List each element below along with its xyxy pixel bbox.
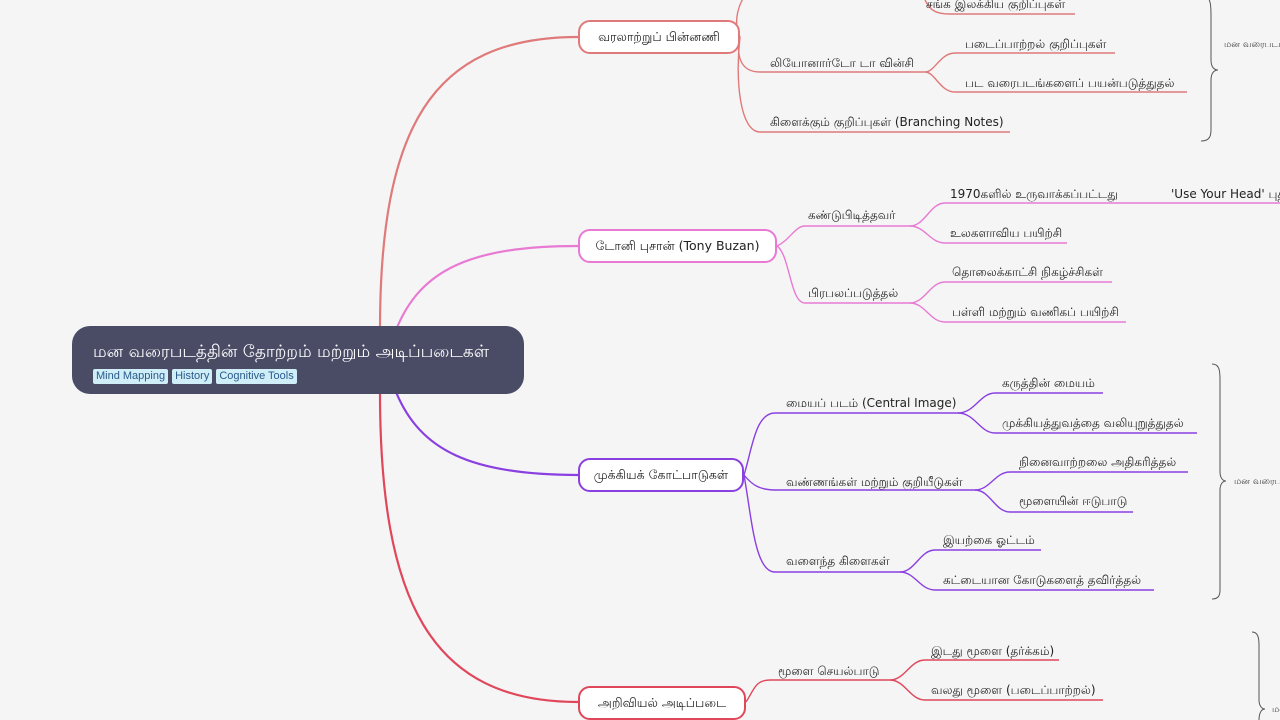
node-emphasize-importance[interactable]: முக்கியத்துவத்தை வலியுறுத்துதல் [1002, 416, 1184, 430]
node-davinci-diagrams[interactable]: பட வரைபடங்களைப் பயன்படுத்துதல் [965, 76, 1175, 90]
node-memory-boost[interactable]: நினைவாற்றலை அதிகரித்தல் [1019, 455, 1177, 469]
connector-root-history [378, 35, 580, 332]
tag-mind-mapping[interactable]: Mind Mapping [93, 369, 169, 384]
node-created-1970s[interactable]: 1970களில் உருவாக்கப்பட்டது [950, 187, 1118, 201]
tag-history[interactable]: History [172, 369, 213, 384]
node-concept-center[interactable]: கருத்தின் மையம் [1002, 376, 1095, 390]
node-colors-symbols[interactable]: வண்ணங்கள் மற்றும் குறியீடுகள் [786, 475, 963, 489]
connector-root-principles [394, 390, 580, 477]
node-sangam-notes[interactable]: சங்க இலக்கிய குறிப்புகள் [926, 0, 1066, 11]
node-right-brain[interactable]: வலது மூளை (படைப்பாற்றல்) [931, 683, 1096, 697]
node-school-business-training[interactable]: பள்ளி மற்றும் வணிகப் பயிற்சி [952, 305, 1119, 319]
node-davinci-creative-notes[interactable]: படைப்பாற்றல் குறிப்புகள் [965, 37, 1107, 51]
node-central-image[interactable]: மையப் படம் (Central Image) [786, 396, 957, 410]
summary-label-principles[interactable]: மன வரைபடம் [1234, 477, 1280, 487]
branch-principles-label: முக்கியக் கோட்பாடுகள் [593, 466, 729, 482]
node-avoid-straight-lines[interactable]: கட்டையான கோடுகளைத் தவிர்த்தல் [943, 573, 1142, 587]
node-brain-function[interactable]: மூளை செயல்பாடு [778, 664, 880, 678]
connector-root-buzan [394, 244, 580, 332]
summary-brace-history [1200, 0, 1219, 142]
summary-brace-principles [1211, 363, 1227, 600]
summary-brace-science [1251, 631, 1266, 720]
branch-buzan[interactable]: டோனி புசான் (Tony Buzan) [578, 229, 777, 263]
branch-history-label: வரலாற்றுப் பின்னணி [598, 28, 720, 44]
branch-science[interactable]: அறிவியல் அடிப்படை [578, 686, 746, 720]
branch-buzan-label: டோனி புசான் (Tony Buzan) [595, 237, 760, 253]
node-brain-engagement[interactable]: மூளையின் ஈடுபாடு [1019, 494, 1128, 508]
node-curved-branches[interactable]: வளைந்த கிளைகள் [786, 554, 890, 568]
branch-science-label: அறிவியல் அடிப்படை [597, 694, 727, 710]
node-popularization[interactable]: பிரபலப்படுத்தல் [808, 286, 899, 300]
node-inventor[interactable]: கண்டுபிடித்தவர் [808, 208, 896, 222]
node-branching-notes[interactable]: கிளைக்கும் குறிப்புகள் (Branching Notes) [770, 115, 1004, 129]
tag-cognitive-tools[interactable]: Cognitive Tools [216, 369, 297, 384]
root-node[interactable]: மன வரைபடத்தின் தோற்றம் மற்றும் அடிப்படைக… [72, 326, 524, 394]
summary-label-science[interactable]: மன [1272, 705, 1280, 715]
branch-history[interactable]: வரலாற்றுப் பின்னணி [578, 20, 740, 54]
connector-root-science [378, 390, 580, 704]
node-use-your-head-book[interactable]: 'Use Your Head' புத்தகம் [1171, 187, 1280, 201]
node-tv-programs[interactable]: தொலைக்காட்சி நிகழ்ச்சிகள் [952, 265, 1103, 279]
branch-principles[interactable]: முக்கியக் கோட்பாடுகள் [578, 458, 744, 492]
root-title: மன வரைபடத்தின் தோற்றம் மற்றும் அடிப்படைக… [93, 342, 490, 362]
tag-list: Mind Mapping History Cognitive Tools [93, 369, 504, 384]
node-davinci[interactable]: லியோனார்டோ டா வின்சி [770, 56, 914, 70]
node-natural-flow[interactable]: இயற்கை ஓட்டம் [943, 533, 1035, 547]
node-global-training[interactable]: உலகளாவிய பயிற்சி [950, 226, 1063, 240]
summary-label-history[interactable]: மன வரைபடம் [1224, 40, 1280, 50]
node-left-brain[interactable]: இடது மூளை (தர்க்கம்) [931, 644, 1055, 658]
